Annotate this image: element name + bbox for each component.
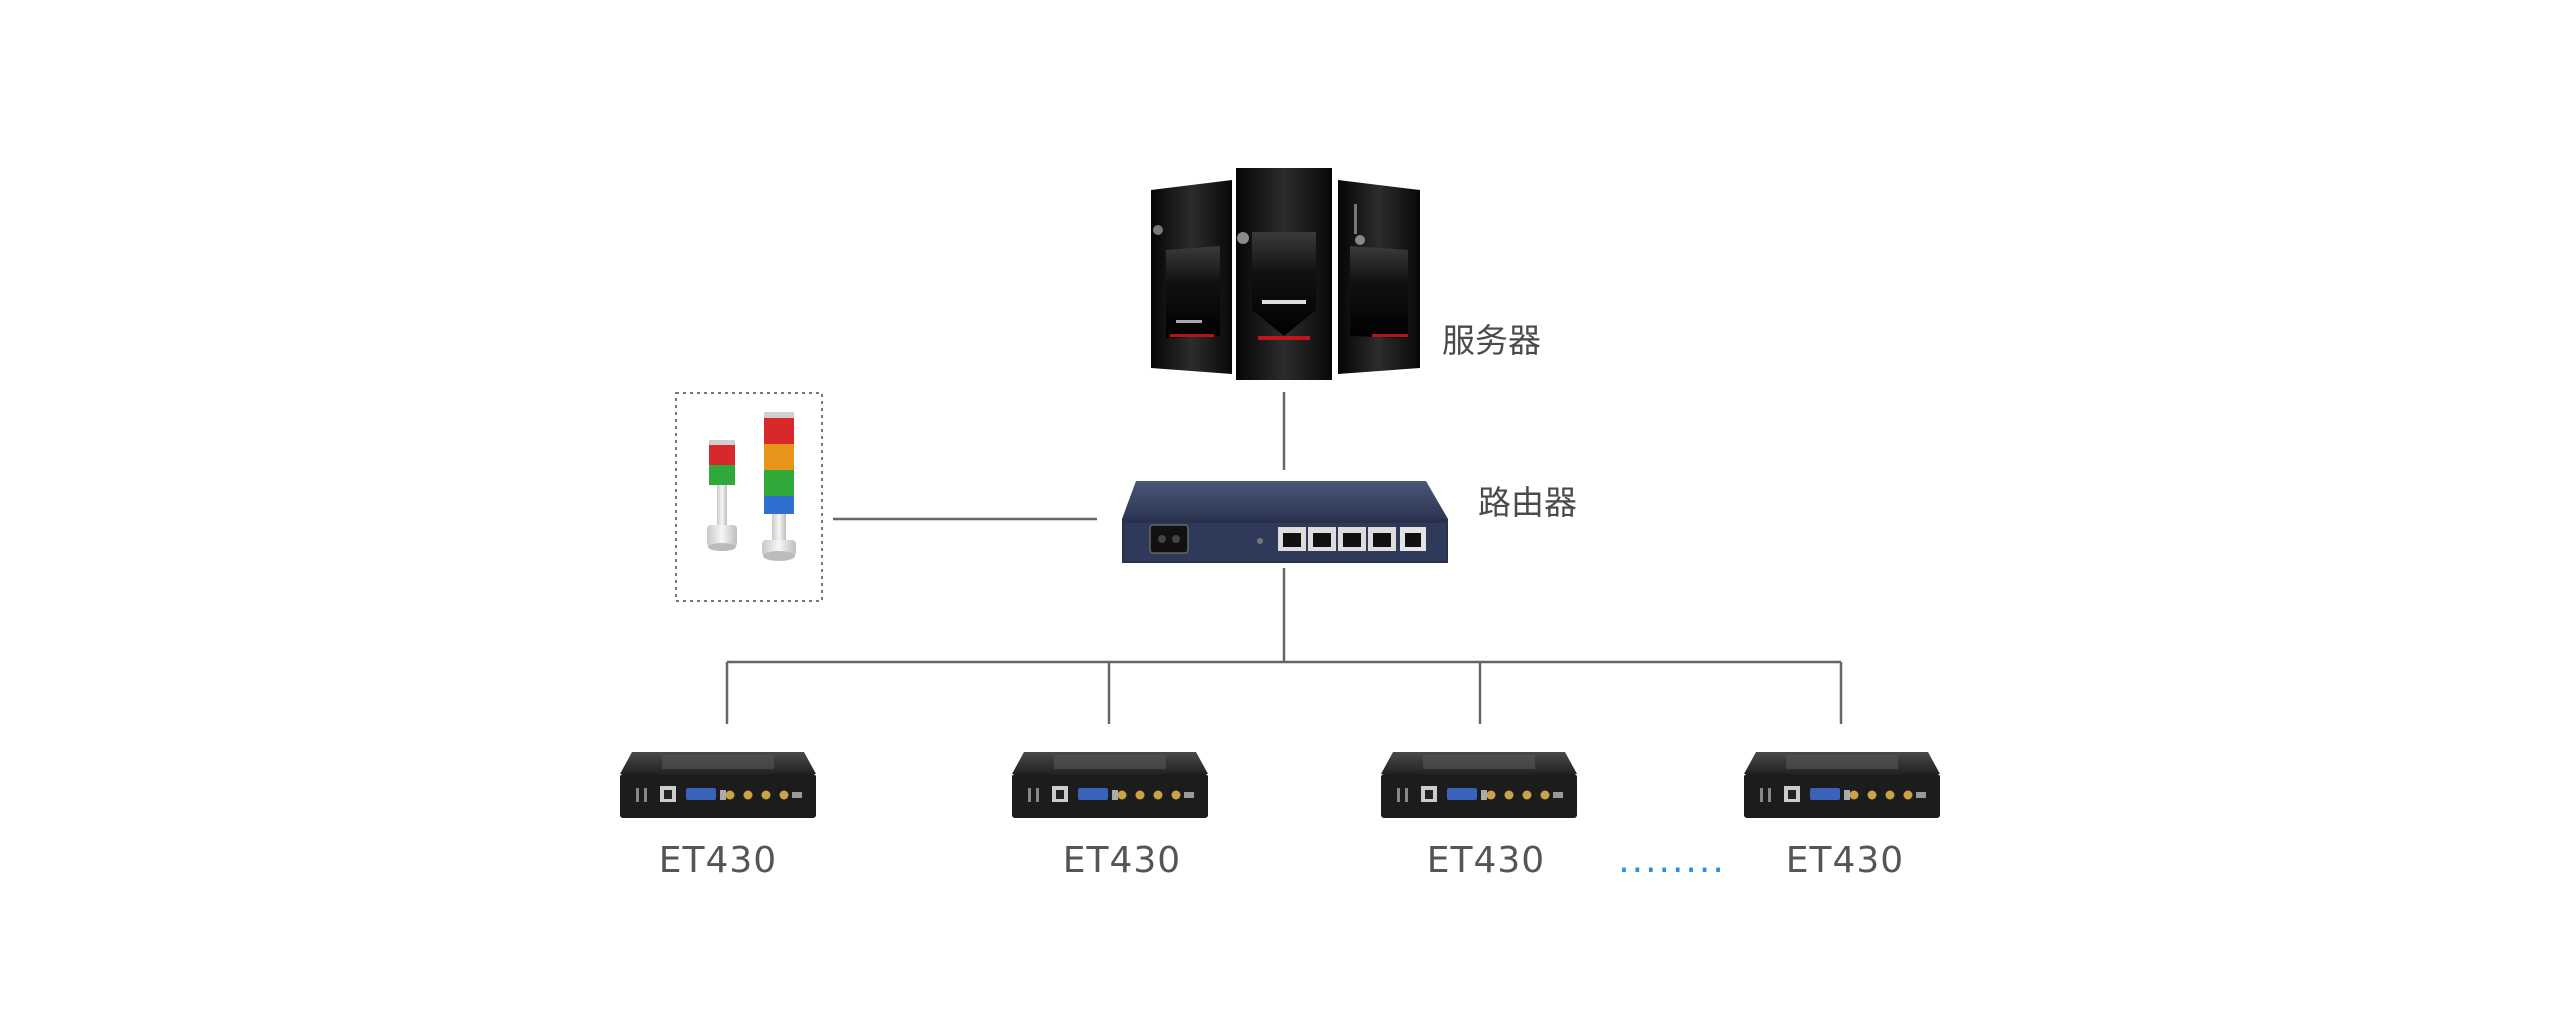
signal-lights-panel xyxy=(675,392,823,602)
et430-device-icon xyxy=(1381,752,1577,818)
et430-device-icon xyxy=(1012,752,1208,818)
server-tower-right xyxy=(1338,180,1420,374)
router-icon xyxy=(1122,481,1448,563)
router-label: 路由器 xyxy=(1478,483,1577,522)
device-label-2: ET430 xyxy=(1063,840,1181,881)
signal-tower-light-icon xyxy=(707,412,796,561)
device-label-3: ET430 xyxy=(1427,840,1545,881)
more-devices-ellipsis: ........ xyxy=(1618,840,1726,881)
router-ports xyxy=(1278,527,1426,551)
server-icon xyxy=(1151,168,1420,380)
device-row xyxy=(620,752,1940,818)
device-label-4: ET430 xyxy=(1786,840,1904,881)
server-label: 服务器 xyxy=(1442,321,1541,360)
server-tower-left xyxy=(1151,180,1232,374)
connection-lines xyxy=(725,392,1843,724)
et430-device-icon xyxy=(620,752,816,818)
signal-lights-frame xyxy=(675,392,823,602)
server-tower-center xyxy=(1236,168,1332,380)
et430-device-icon xyxy=(1744,752,1940,818)
device-label-1: ET430 xyxy=(659,840,777,881)
